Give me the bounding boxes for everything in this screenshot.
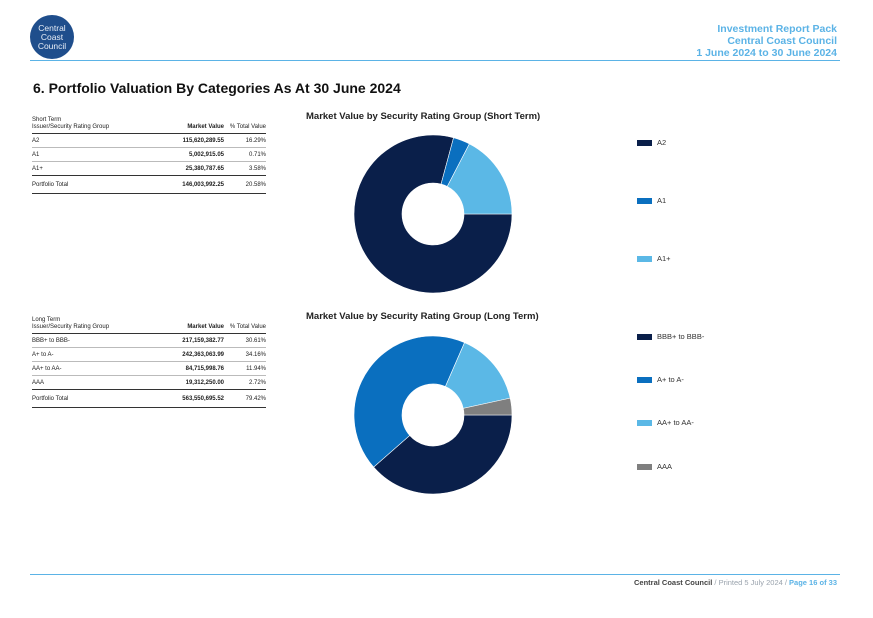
cell-value: 19,312,250.00	[185, 379, 224, 386]
chart-title-short-term: Market Value by Security Rating Group (S…	[306, 111, 541, 122]
cell-pct: 2.72%	[248, 379, 266, 386]
table-row: AAA 19,312,250.00 2.72%	[32, 376, 266, 390]
page-title: 6. Portfolio Valuation By Categories As …	[33, 80, 401, 96]
slice-bbb-to-bbb-	[373, 414, 513, 495]
legend-label: AA+ to AA-	[657, 418, 694, 427]
legend-swatch	[637, 139, 652, 146]
cell-pct: 34.16%	[245, 351, 266, 358]
short-term-table: Short Term Issuer/Security Rating Group …	[32, 117, 266, 194]
table-total-row: Portfolio Total 146,003,992.25 20.58%	[32, 176, 266, 194]
table-group-label: Short Term	[32, 117, 62, 123]
legend-swatch	[637, 419, 652, 426]
col-header-group: Issuer/Security Rating Group	[32, 324, 110, 330]
cell-group: AAA	[32, 379, 45, 386]
table-header: Issuer/Security Rating Group Market Valu…	[32, 324, 266, 334]
logo-line: Coast	[40, 31, 64, 42]
cell-pct: 11.94%	[246, 365, 266, 372]
cell-total-pct: 79.42%	[245, 395, 266, 402]
cell-group: A1+	[32, 165, 43, 172]
col-header-pct: % Total Value	[229, 324, 266, 330]
report-header: Investment Report Pack Central Coast Cou…	[696, 23, 837, 59]
legend-item: AAA	[637, 462, 672, 471]
long-term-table: Long Term Issuer/Security Rating Group M…	[32, 317, 266, 408]
chart-title-long-term: Market Value by Security Rating Group (L…	[306, 311, 539, 322]
table-row: A1+ 25,380,787.65 3.58%	[32, 162, 266, 176]
legend-swatch	[637, 255, 652, 262]
cell-group: A2	[32, 137, 40, 144]
table-row: A+ to A- 242,363,063.99 34.16%	[32, 348, 266, 362]
cell-group: A1	[32, 151, 40, 158]
cell-value: 115,620,289.55	[182, 137, 224, 144]
legend-item: A+ to A-	[637, 375, 684, 384]
legend-item: BBB+ to BBB-	[637, 332, 704, 341]
legend-label: A1	[657, 196, 667, 205]
legend-item: A2	[637, 138, 666, 147]
legend-swatch	[637, 376, 652, 383]
cell-value: 5,002,915.05	[188, 151, 224, 158]
cell-value: 217,159,382.77	[182, 337, 224, 344]
legend-swatch	[637, 333, 652, 340]
footer-divider	[30, 574, 840, 575]
page-footer: Central Coast Council / Printed 5 July 2…	[634, 578, 837, 587]
table-row: A1 5,002,915.05 0.71%	[32, 148, 266, 162]
slice-a2	[353, 134, 513, 294]
cell-group: AA+ to AA-	[32, 365, 62, 372]
logo-line: Central	[38, 22, 66, 33]
col-header-group: Issuer/Security Rating Group	[32, 124, 110, 130]
footer-page-number: Page 16 of 33	[789, 578, 837, 587]
footer-printed: / Printed 5 July 2024 /	[712, 578, 790, 587]
table-header: Issuer/Security Rating Group Market Valu…	[32, 124, 266, 134]
col-header-pct: % Total Value	[229, 124, 266, 130]
cell-group: BBB+ to BBB-	[32, 337, 70, 344]
cell-total-label: Portfolio Total	[32, 395, 69, 402]
legend-label: A+ to A-	[657, 375, 684, 384]
cell-pct: 0.71%	[248, 151, 266, 158]
slice-a1-	[446, 143, 513, 215]
report-org: Central Coast Council	[727, 35, 837, 47]
slice-a-to-a-	[353, 335, 465, 468]
cell-group: A+ to A-	[32, 351, 54, 358]
slice-aaa	[462, 397, 513, 416]
cell-total-value: 563,550,695.52	[182, 395, 224, 402]
table-group-label: Long Term	[32, 317, 61, 323]
cell-pct: 30.61%	[245, 337, 266, 344]
cell-pct: 16.29%	[245, 137, 266, 144]
donut-chart-short-term	[353, 134, 513, 294]
legend-item: A1+	[637, 254, 671, 263]
footer-org: Central Coast Council	[633, 578, 713, 587]
legend-item: AA+ to AA-	[637, 418, 694, 427]
report-title: Investment Report Pack	[717, 23, 837, 35]
report-period: 1 June 2024 to 30 June 2024	[696, 47, 837, 59]
legend-swatch	[637, 197, 652, 204]
legend-label: A1+	[657, 254, 671, 263]
legend-label: A2	[657, 138, 667, 147]
cell-value: 242,363,063.99	[182, 351, 224, 358]
table-row: BBB+ to BBB- 217,159,382.77 30.61%	[32, 334, 266, 348]
cell-value: 25,380,787.65	[185, 165, 224, 172]
cell-value: 84,715,998.76	[185, 365, 224, 372]
cell-total-value: 146,003,992.25	[182, 181, 224, 188]
legend-label: BBB+ to BBB-	[657, 332, 705, 341]
col-header-value: Market Value	[187, 124, 224, 130]
council-logo: Central Coast Council	[30, 15, 74, 59]
header-divider	[30, 60, 840, 61]
legend-label: AAA	[657, 462, 673, 471]
cell-total-label: Portfolio Total	[32, 181, 69, 188]
cell-total-pct: 20.58%	[245, 181, 266, 188]
col-header-value: Market Value	[187, 324, 224, 330]
logo-line: Council	[37, 40, 67, 51]
cell-pct: 3.58%	[248, 165, 266, 172]
table-total-row: Portfolio Total 563,550,695.52 79.42%	[32, 390, 266, 408]
table-row: AA+ to AA- 84,715,998.76 11.94%	[32, 362, 266, 376]
donut-chart-long-term	[353, 335, 513, 495]
legend-item: A1	[637, 196, 666, 205]
table-row: A2 115,620,289.55 16.29%	[32, 134, 266, 148]
legend-swatch	[637, 463, 652, 470]
